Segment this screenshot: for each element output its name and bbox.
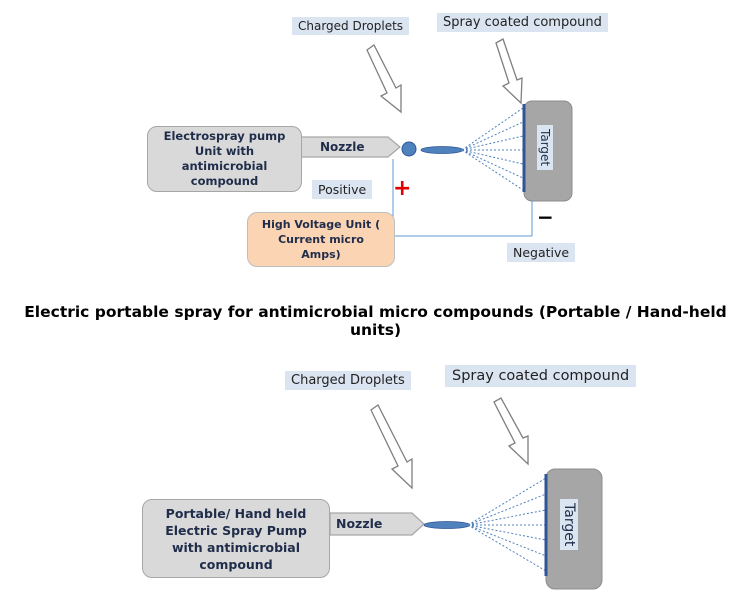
bottom-spray-jet	[423, 521, 471, 529]
top-positive-label: Positive	[312, 180, 373, 199]
top-high-voltage-label: High Voltage Unit ( Current micro Amps)	[261, 218, 381, 261]
top-pump-unit-box: Electrospray pump Unit with antimicrobia…	[147, 126, 302, 192]
bottom-spray-lines	[467, 477, 547, 572]
bottom-nozzle-shape	[329, 512, 425, 536]
bottom-pump-unit-box: Portable/ Hand held Electric Spray Pump …	[142, 499, 330, 578]
figure-caption: Electric portable spray for antimicrobia…	[24, 303, 727, 339]
top-spray-coated-label: Spray coated compound	[437, 13, 608, 32]
bottom-spray-coated-label: Spray coated compound	[445, 365, 637, 387]
plus-sign-icon: +	[393, 176, 412, 201]
top-spray-jet	[420, 146, 464, 154]
top-wires	[392, 159, 533, 237]
bottom-target-label: Target	[560, 499, 578, 551]
bottom-arrow-spray	[493, 397, 529, 466]
top-spray-lines	[461, 107, 524, 191]
top-droplet-icon	[401, 141, 417, 157]
bottom-pump-unit-label: Portable/ Hand held Electric Spray Pump …	[165, 505, 307, 572]
top-arrow-charged	[366, 44, 402, 114]
bottom-arrow-charged	[370, 404, 413, 490]
minus-sign-icon: −	[537, 205, 554, 229]
top-nozzle-label: Nozzle	[320, 140, 365, 154]
bottom-nozzle-label: Nozzle	[336, 516, 383, 531]
top-charged-droplets-label: Charged Droplets	[292, 17, 410, 35]
top-target-label: Target	[537, 125, 553, 171]
top-high-voltage-box: High Voltage Unit ( Current micro Amps)	[247, 212, 395, 267]
bottom-charged-droplets-label: Charged Droplets	[285, 371, 411, 390]
top-negative-label: Negative	[507, 243, 576, 262]
top-pump-unit-label: Electrospray pump Unit with antimicrobia…	[163, 129, 286, 188]
top-arrow-spray	[495, 38, 523, 105]
